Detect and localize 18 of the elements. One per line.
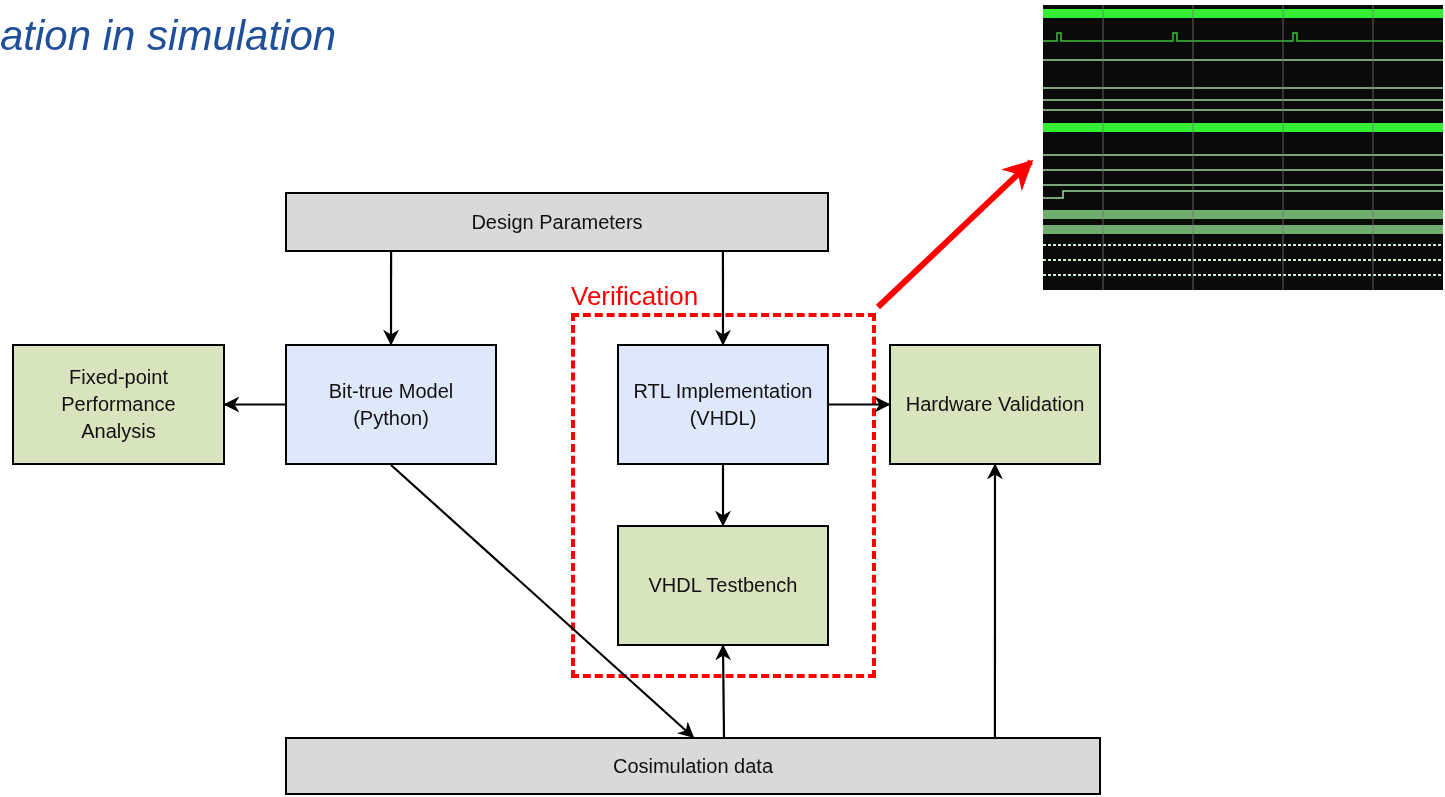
arrow xyxy=(390,464,695,739)
arrow xyxy=(383,252,399,346)
process-box: Bit-true Model (Python) xyxy=(285,344,497,465)
process-box: Cosimulation data xyxy=(285,737,1101,795)
slide-title: ation in simulation xyxy=(0,12,337,60)
process-box: Design Parameters xyxy=(285,192,829,252)
arrow xyxy=(829,396,891,413)
arrow xyxy=(715,252,731,346)
arrow xyxy=(875,159,1034,310)
arrow xyxy=(715,465,731,527)
process-box: Fixed-point Performance Analysis xyxy=(12,344,225,465)
arrow xyxy=(715,644,732,737)
arrow xyxy=(223,396,285,413)
group-title: Verification xyxy=(571,281,699,312)
arrow xyxy=(987,463,1003,737)
process-box: VHDL Testbench xyxy=(617,525,829,646)
process-box: RTL Implementation (VHDL) xyxy=(617,344,829,465)
process-box: Hardware Validation xyxy=(889,344,1101,465)
